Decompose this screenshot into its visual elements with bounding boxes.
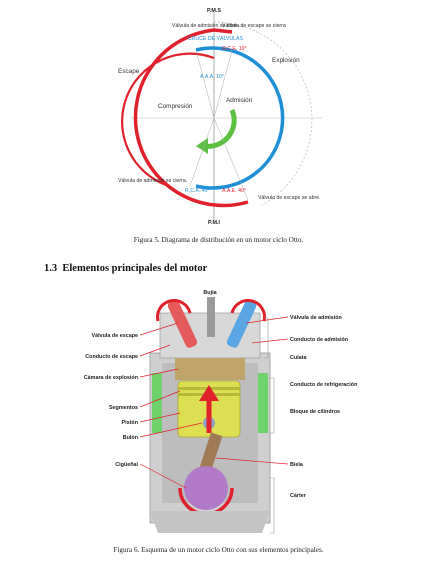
compression-label: Compresión [158,103,193,110]
explosion-label: Explosión [272,57,300,64]
bulon-label: Bulón [123,435,138,441]
angle-top-right: R.C.E. 10° [222,46,247,52]
angle-top-left: A.A.A. 10° [200,74,224,80]
conducto-escape-label: Conducto de escape [85,354,138,360]
bloque-label: Bloque de cilindros [290,409,340,415]
combustion-chamber [175,358,245,380]
biela-label: Biela [290,462,304,468]
pmi-label: P.M.I [208,220,220,226]
explosion-arc [213,21,313,206]
compression-arc [121,52,215,187]
engine-diagram: Bujía Válvula de admisión Conducto de ad… [0,283,437,543]
bujia-label: Bujía [203,290,217,296]
angle-bottom-right: A.A.E. 40° [222,188,246,194]
overlap-label: CRUCE DE VÁLVULAS [188,35,244,42]
piston-label: Pistón [122,420,138,426]
coolant-right [258,373,268,433]
ciguenal-label: Cigüeñal [115,462,138,468]
conducto-admision-label: Conducto de admisión [290,337,348,343]
admission-label: Admisión [226,97,253,104]
exhaust-label: Escape [118,68,140,75]
crankshaft [184,466,228,510]
figure6-caption: Figura 6. Esquema de un motor ciclo Otto… [113,546,324,554]
valve-admission-closes-label: Válvula de admisión se cierra. [118,178,187,184]
section-heading: 1.3 Elementos principales del motor [44,263,207,274]
section-number: 1.3 [44,263,58,274]
exhaust-arc [133,28,249,208]
spark-plug [207,297,215,337]
rotation-arrow-head [196,138,208,154]
pms-label: P.M.S [207,8,221,14]
valve-exhaust-opens-label: Válvula de escape se abre. [258,195,321,201]
intake-rotation-arrow [230,299,266,322]
rotation-arrow [203,109,237,149]
distribution-diagram: P.M.S P.M.I Válvula de admisión se abre.… [0,0,437,232]
conducto-refrigeracion-label: Conducto de refrigeración [290,382,357,388]
crankcase [150,511,270,533]
admission-arc [195,46,285,190]
exhaust-rotation-arrow [156,299,192,322]
valve-exhaust-closes-label: Válvula de escape se cierra [222,23,286,29]
intake-valve [226,300,257,348]
figure5-caption: Figura 5. Diagrama de distribución en un… [133,236,304,244]
carter-label: Cárter [290,493,307,499]
valvula-admision-label: Válvula de admisión [290,315,342,321]
culata-label: Culata [290,355,307,361]
valvula-escape-label: Válvula de escape [92,333,138,339]
coolant-left [152,373,162,433]
valve-admission-opens-label: Válvula de admisión se abre. [172,23,239,29]
segmentos-label: Segmentos [109,405,138,411]
camara-label: Cámara de explosión [84,375,138,381]
angle-bottom-left: R.C.A. 40° [185,188,210,194]
section-title: Elementos principales del motor [62,263,208,274]
exhaust-valve [167,300,198,348]
